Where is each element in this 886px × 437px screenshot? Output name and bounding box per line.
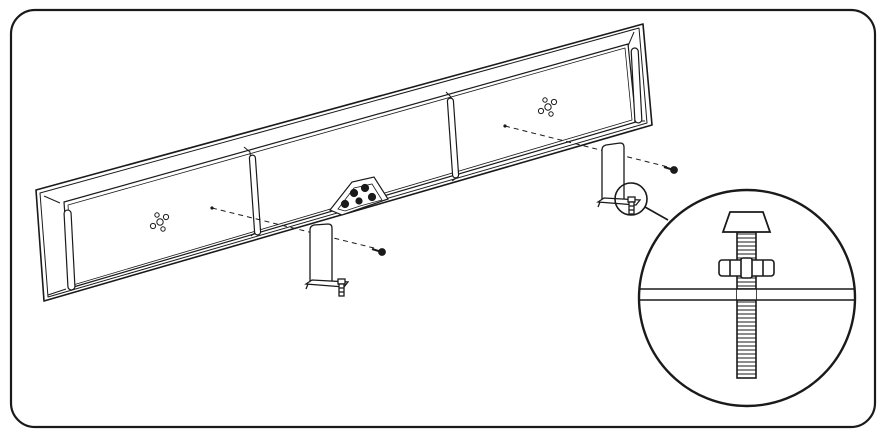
callout-marker	[614, 182, 648, 216]
alignment-guides	[211, 125, 669, 249]
pilot-hole-left	[210, 206, 214, 210]
screw-right	[663, 166, 678, 174]
keyhole-mount-right	[537, 97, 558, 117]
callout-connector	[644, 206, 669, 221]
keyhole-mount-left	[149, 212, 170, 232]
detail-view	[637, 188, 857, 408]
hex-nut	[718, 257, 775, 279]
center-mount-block	[329, 176, 389, 216]
panel-dividers	[63, 47, 643, 291]
screw-left	[371, 248, 386, 256]
bolt-cap	[721, 211, 772, 233]
bracket-left	[304, 223, 350, 297]
threaded-rod	[736, 231, 757, 379]
pilot-hole-right	[503, 124, 507, 128]
bracket-right	[596, 142, 642, 215]
